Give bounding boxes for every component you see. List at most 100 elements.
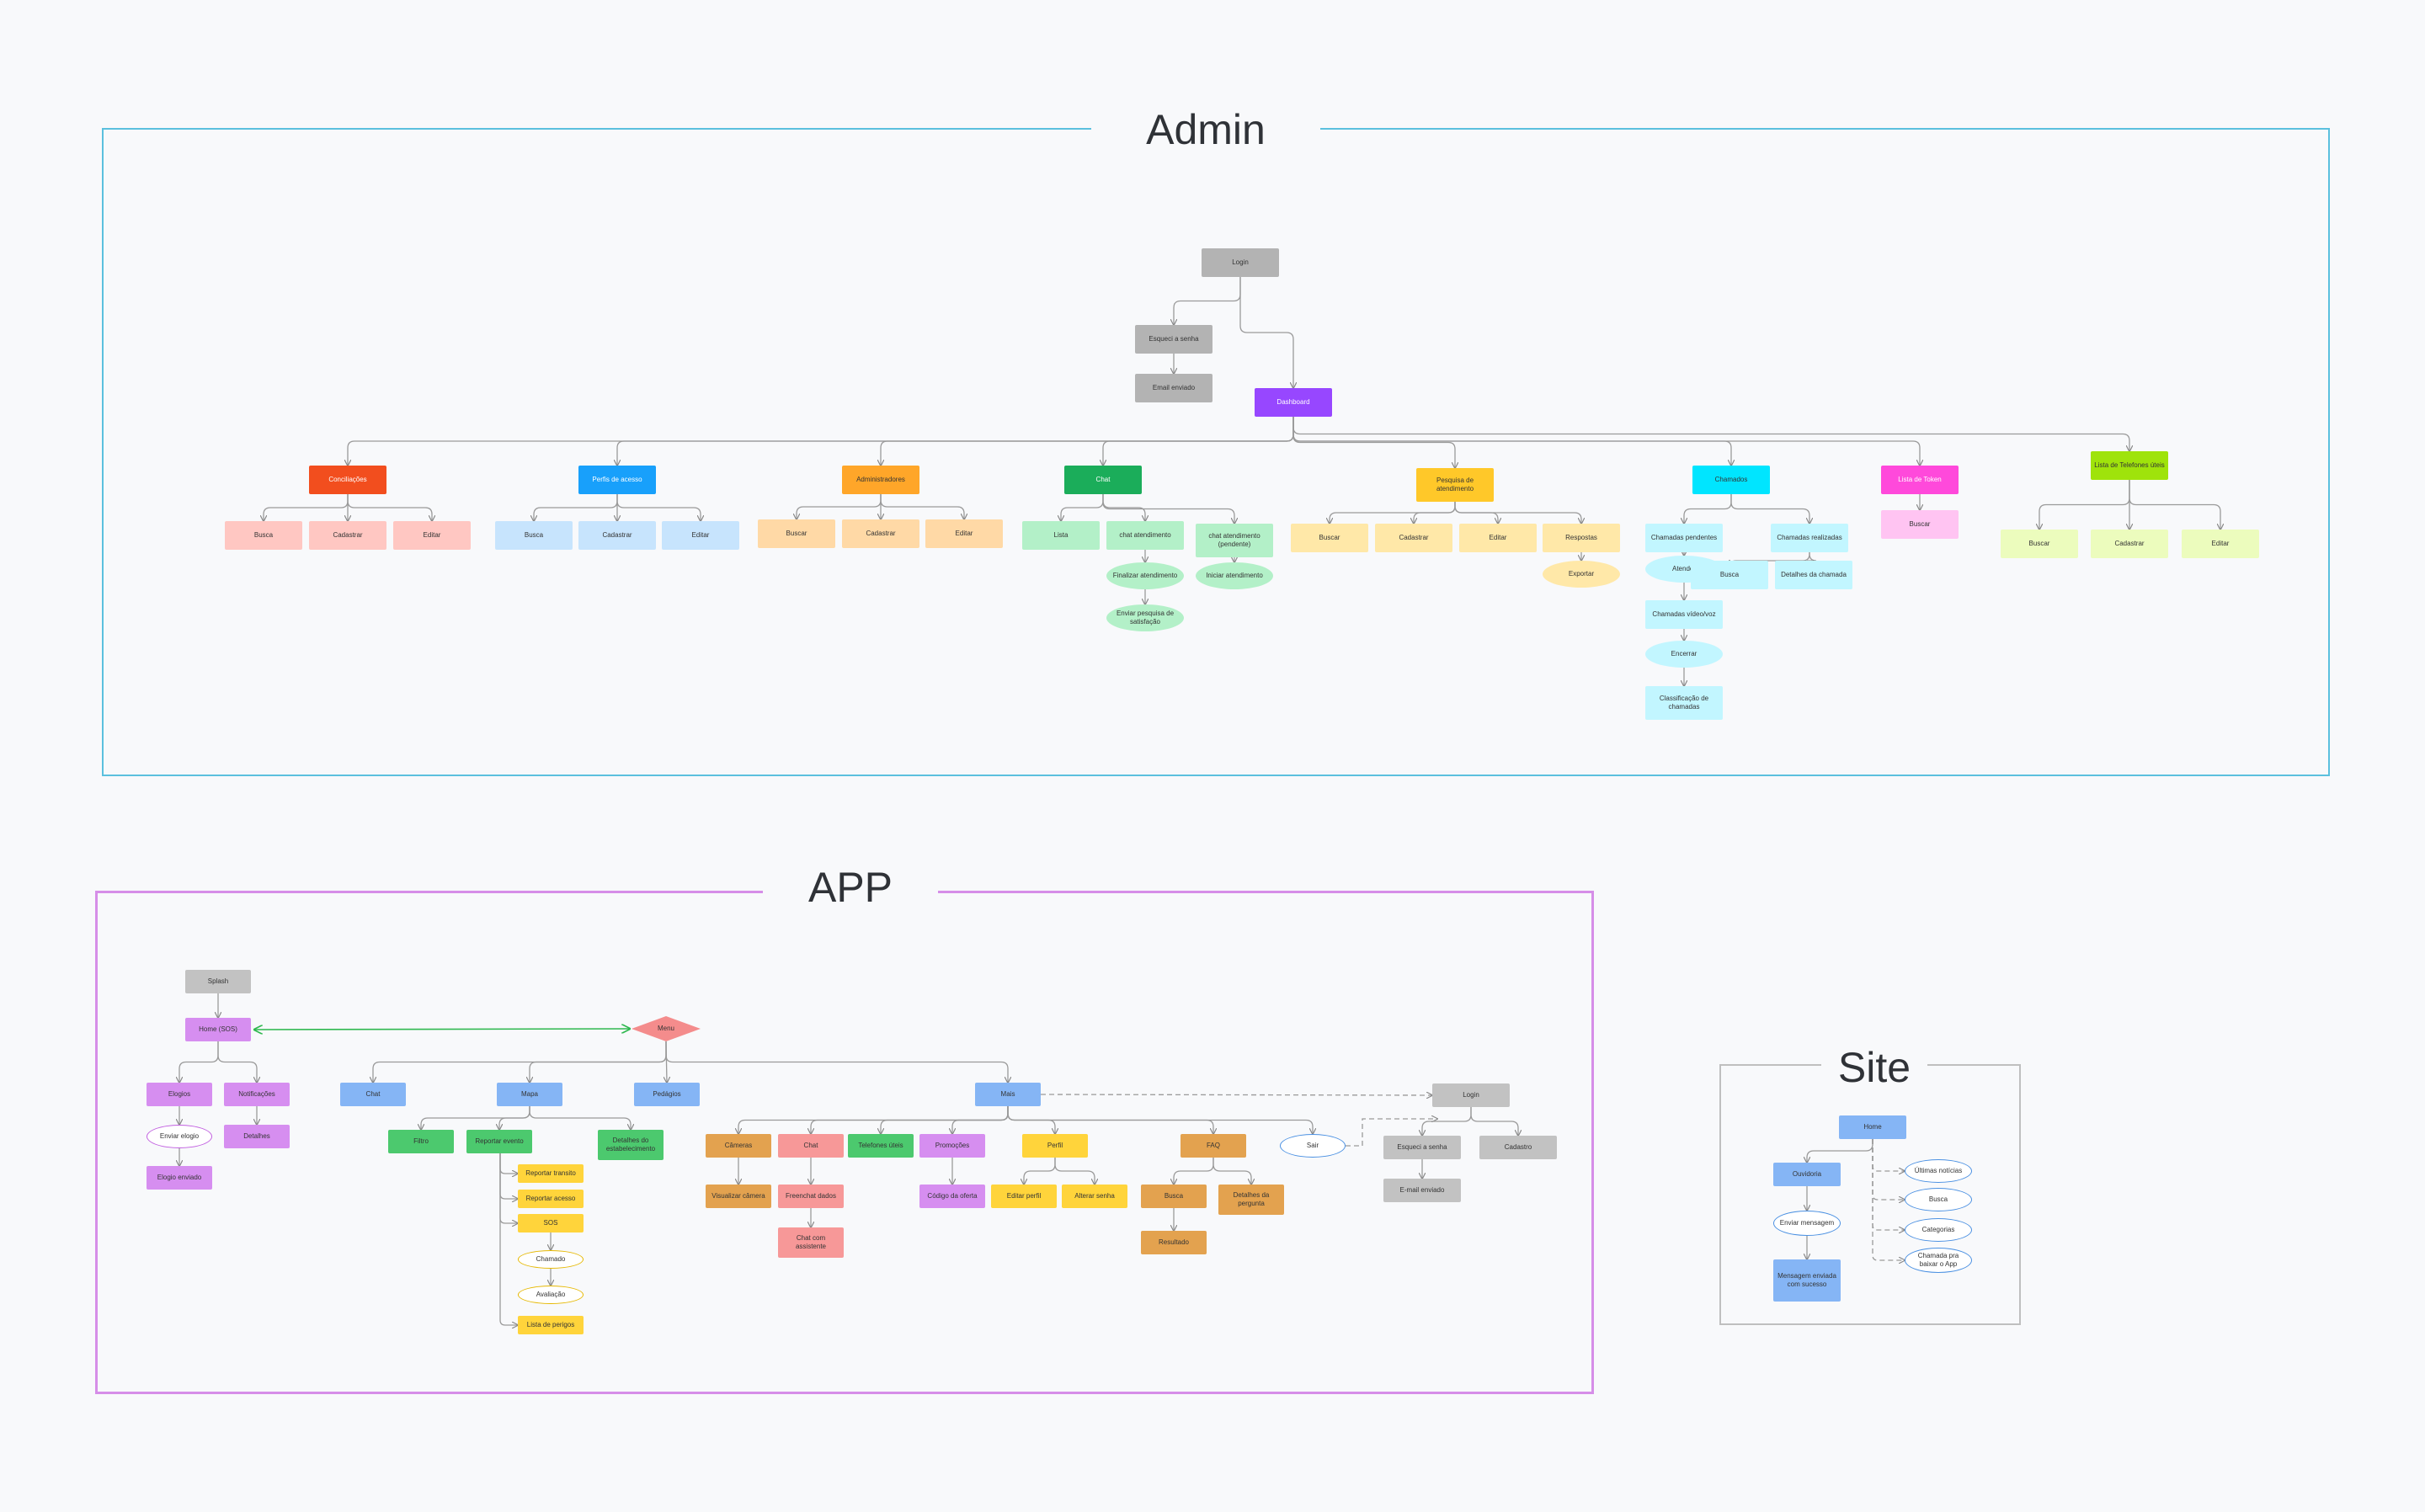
node-a-conc-c[interactable]: Cadastrar <box>309 521 386 550</box>
node-a-tok-b[interactable]: Buscar <box>1881 510 1959 539</box>
node-p-freenchat[interactable]: Freenchat dados <box>778 1185 844 1208</box>
node-a-dash[interactable]: Dashboard <box>1255 388 1332 417</box>
node-p-editar-perfil[interactable]: Editar perfil <box>991 1185 1057 1208</box>
node-a-chat-l[interactable]: Lista <box>1022 521 1100 550</box>
node-p-chat-assist[interactable]: Chat com assistente <box>778 1227 844 1258</box>
node-a-cham-cl[interactable]: Classificação de chamadas <box>1645 686 1723 720</box>
node-s-env-msg[interactable]: Enviar mensagem <box>1773 1211 1841 1236</box>
node-p-chat[interactable]: Chat <box>340 1083 406 1106</box>
node-p-detalhes[interactable]: Detalhes <box>224 1125 290 1148</box>
node-p-notif[interactable]: Notificações <box>224 1083 290 1106</box>
node-a-perf-c[interactable]: Cadastrar <box>578 521 656 550</box>
node-a-tel-c[interactable]: Cadastrar <box>2091 530 2168 558</box>
admin-frame-title: Admin <box>1091 104 1320 155</box>
node-a-conc[interactable]: Conciliações <box>309 466 386 494</box>
node-p-env-elogio[interactable]: Enviar elogio <box>147 1125 212 1148</box>
node-a-tok[interactable]: Lista de Token <box>1881 466 1959 494</box>
node-a-login[interactable]: Login <box>1202 248 1279 277</box>
node-p-pedagios[interactable]: Pedágios <box>634 1083 700 1106</box>
node-p-esqueci[interactable]: Esqueci a senha <box>1383 1136 1461 1159</box>
node-p-splash[interactable]: Splash <box>185 970 251 993</box>
node-p-cadastro[interactable]: Cadastro <box>1479 1136 1557 1159</box>
node-p-chamado[interactable]: Chamado <box>518 1250 584 1269</box>
node-p-avaliacao[interactable]: Avaliação <box>518 1286 584 1304</box>
node-a-cham[interactable]: Chamados <box>1692 466 1770 494</box>
node-a-cham-enc[interactable]: Encerrar <box>1645 641 1723 668</box>
node-s-ouvidoria[interactable]: Ouvidoria <box>1773 1163 1841 1186</box>
node-p-mapa[interactable]: Mapa <box>497 1083 562 1106</box>
node-a-cham-rb[interactable]: Busca <box>1691 561 1768 589</box>
node-a-adm-b[interactable]: Buscar <box>758 519 835 548</box>
node-a-chat-pen[interactable]: chat atendimento (pendente) <box>1196 524 1273 557</box>
node-p-rep-transito[interactable]: Reportar transito <box>518 1164 584 1183</box>
node-a-cham-r[interactable]: Chamadas realizadas <box>1771 524 1848 552</box>
connector-p_home-p_elogios <box>179 1041 219 1083</box>
node-p-login[interactable]: Login <box>1432 1083 1510 1107</box>
node-p-cod-oferta[interactable]: Código da oferta <box>919 1185 985 1208</box>
node-a-chat[interactable]: Chat <box>1064 466 1142 494</box>
node-s-home[interactable]: Home <box>1839 1115 1906 1139</box>
node-a-email[interactable]: Email enviado <box>1135 374 1212 402</box>
node-a-pesq-e[interactable]: Editar <box>1459 524 1537 552</box>
node-a-chat-at[interactable]: chat atendimento <box>1106 521 1184 550</box>
connector-p_mais-p_promocoes <box>952 1106 1009 1134</box>
app-frame-title: APP <box>763 862 938 913</box>
node-p-tel-uteis[interactable]: Telefones úteis <box>848 1134 914 1158</box>
node-p-faq[interactable]: FAQ <box>1181 1134 1246 1158</box>
node-p-faq-res[interactable]: Resultado <box>1141 1231 1207 1254</box>
node-p-faq-busca[interactable]: Busca <box>1141 1185 1207 1208</box>
node-p-elogio-env[interactable]: Elogio enviado <box>147 1166 212 1190</box>
node-a-pesq-b[interactable]: Buscar <box>1291 524 1368 552</box>
node-a-tel-b[interactable]: Buscar <box>2001 530 2078 558</box>
node-p-email-env[interactable]: E-mail enviado <box>1383 1179 1461 1202</box>
node-s-msg-ok[interactable]: Mensagem enviada com sucesso <box>1773 1259 1841 1302</box>
node-a-cham-v[interactable]: Chamadas vídeo/voz <box>1645 600 1723 629</box>
node-a-pesq-x[interactable]: Exportar <box>1543 561 1620 588</box>
node-p-cameras[interactable]: Câmeras <box>706 1134 771 1158</box>
node-a-adm[interactable]: Administradores <box>842 466 919 494</box>
node-p-perfil[interactable]: Perfil <box>1022 1134 1088 1158</box>
node-p-sair[interactable]: Sair <box>1280 1134 1346 1158</box>
node-p-reportar[interactable]: Reportar evento <box>466 1130 532 1153</box>
node-s-ultimas[interactable]: Últimas notícias <box>1905 1159 1972 1183</box>
connector-a_pesq-a_pesq_r <box>1454 502 1581 524</box>
node-a-conc-b[interactable]: Busca <box>225 521 302 550</box>
node-a-cham-p[interactable]: Chamadas pendentes <box>1645 524 1723 552</box>
node-a-pesq-r[interactable]: Respostas <box>1543 524 1620 552</box>
node-s-busca[interactable]: Busca <box>1905 1188 1972 1211</box>
node-p-faq-det[interactable]: Detalhes da pergunta <box>1218 1185 1284 1215</box>
node-a-chat-fin[interactable]: Finalizar atendimento <box>1106 562 1184 589</box>
node-a-esqueci[interactable]: Esqueci a senha <box>1135 325 1212 354</box>
node-p-elogios[interactable]: Elogios <box>147 1083 212 1106</box>
node-s-categorias[interactable]: Categorias <box>1905 1218 1972 1242</box>
node-p-home[interactable]: Home (SOS) <box>185 1018 251 1041</box>
node-p-menu[interactable]: Menu <box>632 1016 701 1041</box>
connector-home-s_busca <box>1872 1139 1905 1200</box>
connector-p_faq-p_faq_det <box>1212 1158 1251 1185</box>
node-a-perf[interactable]: Perfis de acesso <box>578 466 656 494</box>
node-p-alterar-senha[interactable]: Alterar senha <box>1062 1185 1127 1208</box>
node-p-sos[interactable]: SOS <box>518 1214 584 1232</box>
node-a-adm-e[interactable]: Editar <box>925 519 1003 548</box>
node-s-chamada-app[interactable]: Chamada pra baixar o App <box>1905 1248 1972 1273</box>
node-p-lista-perigos[interactable]: Lista de perigos <box>518 1316 584 1334</box>
node-p-det-est[interactable]: Detalhes do estabelecimento <box>598 1130 664 1160</box>
node-a-perf-e[interactable]: Editar <box>662 521 739 550</box>
node-a-conc-e[interactable]: Editar <box>393 521 471 550</box>
node-a-cham-rd[interactable]: Detalhes da chamada <box>1775 561 1852 589</box>
node-a-pesq[interactable]: Pesquisa de atendimento <box>1416 468 1494 502</box>
node-a-pesq-c[interactable]: Cadastrar <box>1375 524 1452 552</box>
node-a-tel-e[interactable]: Editar <box>2182 530 2259 558</box>
connector-a_chat-a_chat_pen <box>1102 494 1234 524</box>
node-p-rep-acesso[interactable]: Reportar acesso <box>518 1190 584 1208</box>
node-p-m-chat[interactable]: Chat <box>778 1134 844 1158</box>
node-p-promocoes[interactable]: Promoções <box>919 1134 985 1158</box>
node-a-chat-pesq[interactable]: Enviar pesquisa de satisfação <box>1106 604 1184 631</box>
node-a-perf-b[interactable]: Busca <box>495 521 573 550</box>
node-p-vis-camera[interactable]: Visualizar câmera <box>706 1185 771 1208</box>
node-p-mais[interactable]: Mais <box>975 1083 1041 1106</box>
node-p-filtro[interactable]: Filtro <box>388 1130 454 1153</box>
node-a-adm-c[interactable]: Cadastrar <box>842 519 919 548</box>
node-a-tel[interactable]: Lista de Telefones úteis <box>2091 451 2168 480</box>
node-a-chat-ini[interactable]: Iniciar atendimento <box>1196 562 1273 589</box>
